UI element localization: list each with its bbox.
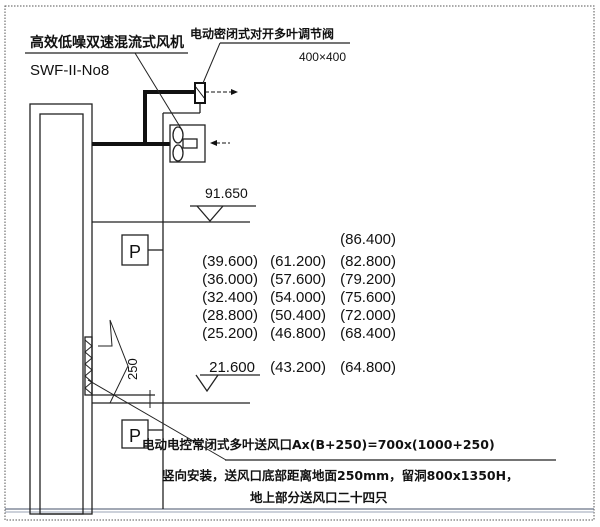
outlet-leader: [87, 379, 227, 461]
svg-text:(50.400): (50.400): [270, 307, 326, 324]
svg-text:(79.200): (79.200): [340, 271, 396, 288]
fan-icon: [169, 124, 230, 163]
level-top: 91.650: [205, 185, 248, 201]
svg-text:(36.000): (36.000): [202, 271, 258, 288]
fan-name: 高效低噪双速混流式风机: [30, 34, 184, 51]
svg-text:(39.600): (39.600): [202, 253, 258, 270]
elevation-table: (39.600) (36.000) (32.400) (28.800) (25.…: [202, 231, 396, 376]
svg-text:(75.600): (75.600): [340, 289, 396, 306]
p-label-upper: P: [129, 242, 141, 262]
svg-text:(72.000): (72.000): [340, 307, 396, 324]
valve-leader: [202, 42, 221, 84]
valve-name: 电动密闭式对开多叶调节阀: [190, 26, 334, 41]
svg-text:(64.800): (64.800): [340, 359, 396, 376]
svg-text:(25.200): (25.200): [202, 325, 258, 342]
svg-text:(82.800): (82.800): [340, 253, 396, 270]
svg-text:(54.000): (54.000): [270, 289, 326, 306]
frame-border: [4, 5, 595, 521]
svg-text:(46.800): (46.800): [270, 325, 326, 342]
svg-text:(28.800): (28.800): [202, 307, 258, 324]
level-marker-icon: [196, 205, 224, 222]
svg-text:(68.400): (68.400): [340, 325, 396, 342]
note-line-3: 地上部分送风口二十四只: [250, 490, 388, 505]
svg-text:(32.400): (32.400): [202, 289, 258, 306]
fan-model: SWF-II-No8: [30, 62, 109, 79]
svg-text:(57.600): (57.600): [270, 271, 326, 288]
fan-leader: [134, 52, 183, 131]
p-label-lower: P: [129, 426, 141, 446]
svg-text:(43.200): (43.200): [270, 359, 326, 376]
svg-text:(61.200): (61.200): [270, 253, 326, 270]
damper-valve-icon: [194, 82, 238, 104]
note-line-2: 竖向安装，送风口底部距离地面250mm，留洞800x1350H，: [162, 468, 519, 483]
duct: [92, 90, 196, 146]
dimension-250: 250: [125, 358, 140, 380]
p-box-lower: [121, 419, 149, 449]
note-line-1: 电动电控常闭式多叶送风口Ax(B+250)=700x(1000+250): [142, 437, 495, 452]
shaft: [29, 103, 201, 515]
level-marker-icon: [195, 374, 219, 393]
valve-size: 400×400: [299, 50, 346, 64]
level-bottom: 21.600: [209, 359, 255, 376]
svg-text:(86.400): (86.400): [340, 231, 396, 248]
air-outlet-hatch: [84, 336, 93, 396]
